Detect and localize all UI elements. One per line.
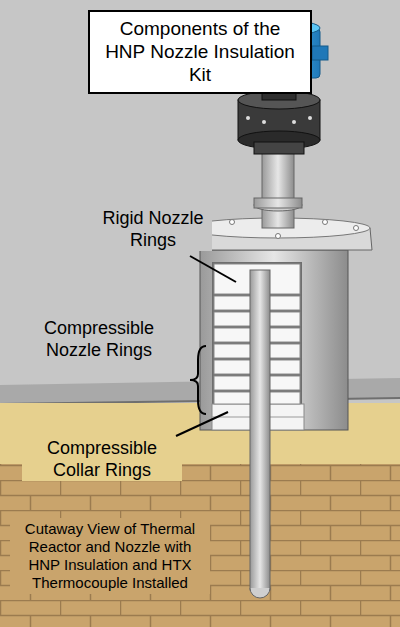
title: Components of the HNP Nozzle Insulation … (90, 12, 310, 92)
brace (190, 346, 206, 414)
leader-line (190, 256, 236, 282)
thermocouple-sheath (250, 270, 270, 590)
nozzle-body (200, 250, 348, 430)
caption: Cutaway View of Thermal Reactor and Nozz… (10, 518, 210, 594)
part-label: Compressible Nozzle Rings (14, 318, 184, 361)
part-label: Rigid Nozzle Rings (94, 208, 212, 251)
title-box: Components of the HNP Nozzle Insulation … (88, 10, 312, 94)
brick-lining (0, 464, 400, 627)
part-label: Compressible Collar Rings (22, 438, 182, 481)
leader-line (176, 412, 228, 436)
